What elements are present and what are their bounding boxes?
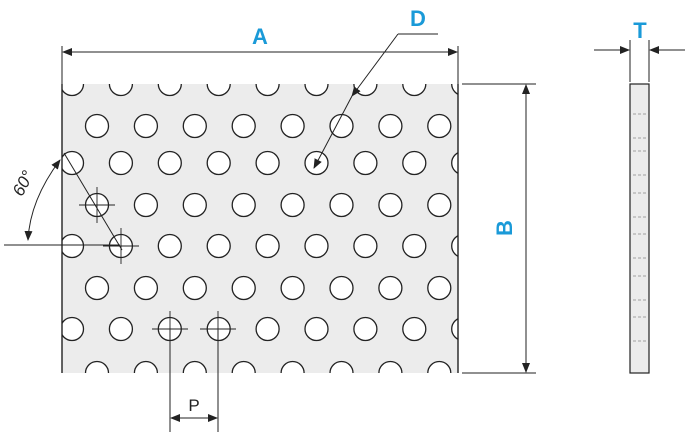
hole (280, 275, 305, 301)
hole (182, 113, 207, 139)
hole (451, 152, 458, 174)
hole (84, 113, 110, 139)
hole (206, 150, 231, 176)
hole (206, 233, 231, 259)
hole (62, 150, 85, 176)
leader-line-d-diagonal (351, 33, 399, 97)
hole (133, 275, 159, 301)
hole (182, 360, 207, 373)
hole (451, 235, 458, 257)
hole (353, 150, 378, 176)
hole (62, 84, 85, 97)
hole (280, 192, 305, 218)
dimension-a: A (61, 24, 459, 84)
label-a: A (252, 24, 268, 49)
label-b: B (492, 220, 517, 236)
dimension-b: B (462, 83, 536, 374)
dimension-d: D (313, 6, 438, 169)
hole (378, 360, 403, 373)
hole (304, 233, 329, 259)
label-t: T (633, 18, 647, 43)
hole (378, 275, 403, 301)
hole (255, 150, 280, 176)
hole (84, 360, 110, 373)
hole (62, 316, 85, 342)
angle-arc (24, 159, 61, 241)
plate-outline (61, 84, 459, 373)
hole (255, 316, 280, 342)
hole (157, 233, 182, 259)
dimension-p: P (169, 330, 219, 432)
angle-inclined-line (63, 152, 123, 251)
hole (378, 113, 403, 139)
label-p: P (188, 396, 199, 415)
hole (231, 360, 256, 373)
hole (451, 318, 458, 340)
hole (255, 233, 280, 259)
hole (157, 150, 182, 176)
dimension-t: T (594, 18, 685, 82)
hole (133, 192, 159, 218)
hole (402, 316, 427, 342)
hole (231, 275, 256, 301)
hole (451, 84, 458, 95)
side-view-outline (629, 83, 650, 374)
hole (402, 233, 427, 259)
hole (280, 113, 305, 139)
hole (108, 316, 134, 342)
hole (427, 192, 452, 218)
hole (108, 84, 134, 97)
hole (108, 150, 134, 176)
top-edge-mask (42, 70, 478, 84)
hole (206, 84, 231, 97)
hole (427, 360, 452, 373)
hole (329, 360, 354, 373)
hole (329, 275, 354, 301)
hole (378, 192, 403, 218)
hole (255, 84, 280, 97)
hole (329, 113, 354, 139)
hole (133, 113, 159, 139)
hole (304, 316, 329, 342)
plate-side-view (629, 83, 650, 374)
hole (231, 113, 256, 139)
hole (84, 275, 110, 301)
hole (402, 84, 427, 97)
hole (427, 275, 452, 301)
hole (182, 192, 207, 218)
label-d: D (410, 6, 426, 31)
label-angle: 60° (9, 167, 38, 199)
hole (157, 84, 182, 97)
hole (329, 192, 354, 218)
side-view-hidden-lines (633, 113, 646, 342)
hole (353, 316, 378, 342)
hole (231, 192, 256, 218)
hole (427, 113, 452, 139)
hole-pattern (62, 84, 458, 373)
hole (402, 150, 427, 176)
hole (304, 84, 329, 97)
hole (182, 275, 207, 301)
hole (133, 360, 159, 373)
plate-front-view (42, 70, 478, 373)
hole (62, 233, 85, 259)
hole (353, 233, 378, 259)
hole (280, 360, 305, 373)
leader-line-d-through (313, 95, 353, 169)
